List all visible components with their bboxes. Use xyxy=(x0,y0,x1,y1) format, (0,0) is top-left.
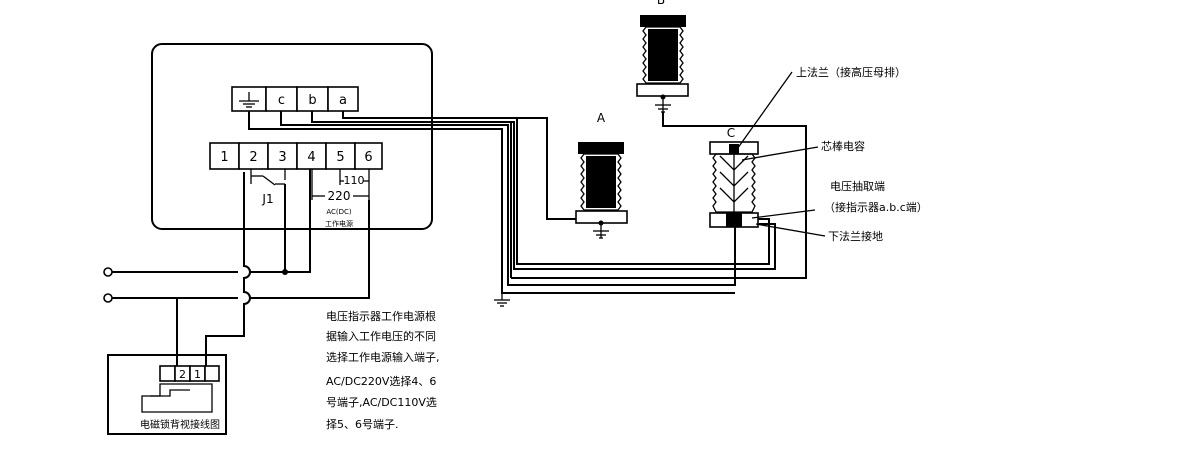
insulator-a-label: A xyxy=(597,111,606,125)
terminal-c-label: c xyxy=(278,93,285,108)
wire-inner-2 xyxy=(516,118,770,265)
voltage-220-label: 220 xyxy=(328,189,351,203)
relay-j1: J1 xyxy=(250,169,286,206)
callout-core-capacitor: 芯棒电容 xyxy=(821,139,865,153)
ground-icon xyxy=(239,92,259,108)
lock-terminal-blank xyxy=(159,365,176,382)
terminal-b xyxy=(296,86,329,112)
wire-b xyxy=(311,111,776,270)
note-line-1: 电压指示器工作电源根 xyxy=(326,309,436,323)
supply-type-label: AC(DC) xyxy=(326,208,352,216)
note-line-3: 选择工作电源输入端子, xyxy=(326,350,440,364)
earth-ground-icon xyxy=(494,293,510,307)
terminal-b-label: b xyxy=(308,93,316,108)
terminal-5-label: 5 xyxy=(336,150,344,165)
lock-caption: 电磁锁背视接线图 xyxy=(140,418,220,431)
relay-j1-label: J1 xyxy=(261,192,273,206)
terminal-4-label: 4 xyxy=(307,150,315,165)
sensor-c: C xyxy=(709,126,759,228)
terminal-3-label: 3 xyxy=(278,150,286,165)
note-line-6: 择5、6号端子. xyxy=(326,417,399,431)
wire-ground xyxy=(248,111,735,294)
lock-terminal-blank-2 xyxy=(204,365,220,382)
wire-c xyxy=(280,111,736,286)
lock-terminal-1-label: 1 xyxy=(194,368,201,381)
terminal-a-label: a xyxy=(339,93,347,108)
insulator-a: A xyxy=(575,111,628,239)
terminal-6 xyxy=(354,142,383,170)
insulator-b-label: B xyxy=(657,0,665,7)
electromagnetic-lock: 2 1 电磁锁背视接线图 xyxy=(107,354,227,435)
wire-a xyxy=(342,111,576,220)
callout-voltage-tap-title: 电压抽取端 xyxy=(830,179,885,193)
terminal-2 xyxy=(238,142,269,170)
supply-caption: 工作电源 xyxy=(325,219,353,228)
signal-terminal-block: c b a xyxy=(231,86,359,112)
note-line-2: 据输入工作电压的不同 xyxy=(326,329,436,343)
voltage-110-label: 110 xyxy=(344,174,365,187)
voltage-selector: 110 220 AC(DC) 工作电源 xyxy=(311,169,370,228)
insulator-b: B xyxy=(636,0,689,113)
callout-upper-flange: 上法兰（接高压母排） xyxy=(796,65,906,79)
sensor-c-label: C xyxy=(727,126,735,140)
lock-terminal-2-label: 2 xyxy=(179,368,186,381)
callout-voltage-tap-note: （接指示器a.b.c端） xyxy=(824,200,928,214)
terminal-2-label: 2 xyxy=(249,150,257,165)
indicator-enclosure xyxy=(151,43,433,230)
wiring-note: 电压指示器工作电源根 据输入工作电压的不同 选择工作电源输入端子, AC/DC2… xyxy=(326,309,440,431)
power-input-terminal-2 xyxy=(103,293,113,303)
wire-b-frame xyxy=(511,112,807,279)
terminal-1-label: 1 xyxy=(220,150,228,165)
power-input xyxy=(103,169,370,366)
power-terminal-block: 1 2 3 4 5 6 xyxy=(209,142,383,170)
callout-lower-flange: 下法兰接地 xyxy=(828,229,883,243)
power-input-terminal-1 xyxy=(103,267,113,277)
callout-leaders xyxy=(734,71,826,237)
lock-frame xyxy=(107,354,227,435)
terminal-6-label: 6 xyxy=(364,150,372,165)
note-line-4: AC/DC220V选择4、6 xyxy=(326,374,436,388)
note-line-5: 号端子,AC/DC110V选 xyxy=(326,396,437,409)
